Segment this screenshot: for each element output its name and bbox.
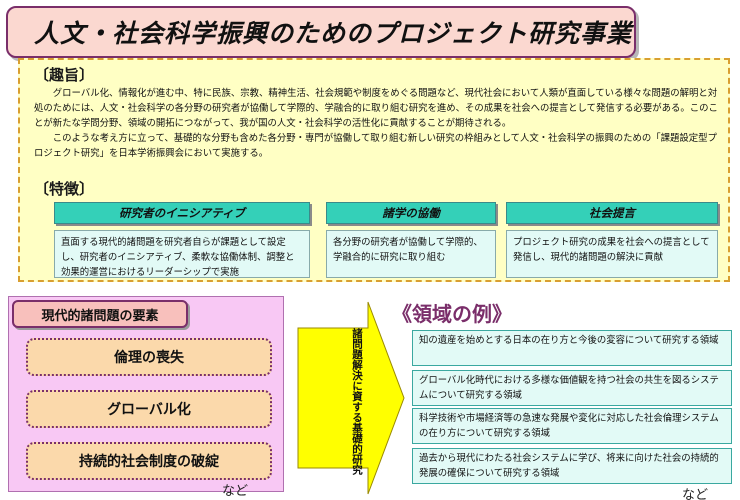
feature-title: 諸学の協働 [326, 202, 496, 224]
shuishi-heading: 〔趣旨〕 [34, 66, 95, 84]
elements-etc-label: など [222, 484, 249, 499]
example-area-3: 科学技術や市場経済等の急速な発展や変化に対応した社会倫理システムの在り方について… [412, 408, 732, 444]
arrow-label: 諸問題解決に資する基礎的研究 [351, 328, 363, 475]
feature-card-social-proposal: 社会提言 プロジェクト研究の成果を社会への提言として発信し、現代的諸問題の解決に… [506, 202, 718, 278]
shuishi-paragraph-1: グローバル化、情報化が進む中、特に民族、宗教、精神生活、社会規範や制度をめぐる問… [34, 88, 718, 129]
examples-heading: 《領域の例》 [392, 302, 512, 326]
page-title-banner: 人文・社会科学振興のためのプロジェクト研究事業 [6, 6, 636, 58]
feature-body: プロジェクト研究の成果を社会への提言として発信し、現代的諸問題の解決に貢献 [506, 230, 718, 278]
element-pill-globalization: グローバル化 [26, 390, 272, 428]
feature-card-initiative: 研究者のイニシアティブ 直面する現代的諸問題を研究者自らが課題として設定し、研究… [54, 202, 310, 278]
feature-title: 社会提言 [506, 202, 718, 224]
example-area-4: 過去から現代にわたる社会システムに学び、将来に向けた社会の持続的発展の確保につい… [412, 448, 732, 484]
shuishi-paragraph-2: このような考え方に立って、基礎的な分野も含めた各分野・専門が協働して取り組む新し… [34, 133, 717, 159]
feature-body: 各分野の研究者が協働して学際的、学融合的に研究に取り組む [326, 230, 496, 278]
feature-card-collaboration: 諸学の協働 各分野の研究者が協働して学際的、学融合的に研究に取り組む [326, 202, 496, 278]
example-area-2: グローバル化時代における多様な価値観を持つ社会の共生を図るシステムについて研究す… [412, 370, 732, 406]
element-pill-ethics: 倫理の喪失 [26, 338, 272, 376]
problem-elements-heading: 現代的諸問題の要素 [12, 300, 188, 328]
example-area-1: 知の遺産を始めとする日本の在り方と今後の変容について研究する領域 [412, 330, 732, 366]
feature-title: 研究者のイニシアティブ [54, 202, 310, 224]
examples-etc-label: など [682, 488, 709, 500]
right-arrow-icon [297, 301, 405, 495]
page-title: 人文・社会科学振興のためのプロジェクト研究事業 [34, 19, 633, 48]
tokucho-heading: 〔特徴〕 [34, 180, 95, 198]
shuishi-body: グローバル化、情報化が進む中、特に民族、宗教、精神生活、社会規範や制度をめぐる問… [34, 86, 718, 161]
element-pill-social-system: 持続的社会制度の破綻 [26, 442, 272, 480]
feature-body: 直面する現代的諸問題を研究者自らが課題として設定し、研究者のイニシアティブ、柔軟… [54, 230, 310, 278]
overview-panel: 〔趣旨〕 グローバル化、情報化が進む中、特に民族、宗教、精神生活、社会規範や制度… [18, 58, 730, 282]
